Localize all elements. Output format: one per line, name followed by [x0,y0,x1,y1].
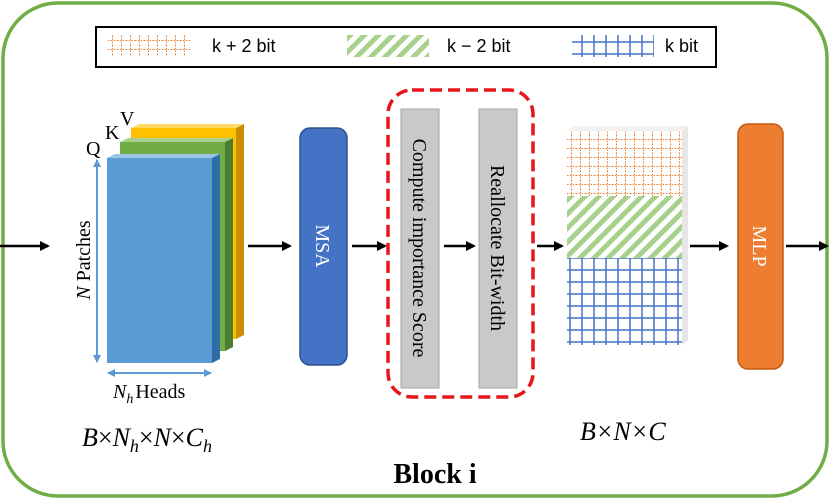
patches-label: N Patches [73,220,95,301]
k-label: K [105,122,120,144]
q-tensor-top [107,154,220,158]
qkv-shape-label: B×Nh×N×Ch [82,423,212,456]
legend-label-k-plus-2: k + 2 bit [212,36,276,56]
output-segment-k-minus-2-pattern [567,196,682,258]
bit-allocation-region [386,88,535,399]
k-tensor-side [225,138,233,351]
output-tensor-top [567,126,688,131]
compute-importance-block [400,108,440,389]
legend-swatch-k-plus-2 [108,35,190,57]
legend-swatch-k-minus-2 [347,35,429,57]
legend-label-k: k bit [665,36,698,56]
legend-swatch-k [572,35,654,57]
legend: k + 2 bit k − 2 bit k bit [95,26,717,68]
output-segment-k-plus-2-pattern [567,131,682,196]
v-tensor-top [131,124,244,128]
msa-label: MSA [311,224,333,268]
output-tensor-side [682,126,688,345]
q-tensor-side [212,154,220,363]
q-tensor [107,158,212,363]
msa-block [299,127,348,366]
legend-label-k-minus-2: k − 2 bit [447,36,511,56]
reallocate-block [478,108,518,389]
k-tensor-top [120,138,233,142]
block-title: Block i [393,459,476,490]
output-tensor [567,126,688,345]
output-shape-label: B×N×C [580,417,666,446]
reallocate-label: Reallocate Bit-width [486,165,508,331]
mlp-label: MLP [748,225,770,266]
compute-importance-label: Compute importance Score [408,139,430,358]
mlp-block [737,123,784,370]
q-label: Q [86,138,101,160]
output-segment-k-pattern [567,258,682,345]
v-label: V [120,108,135,130]
v-tensor-side [236,124,244,339]
